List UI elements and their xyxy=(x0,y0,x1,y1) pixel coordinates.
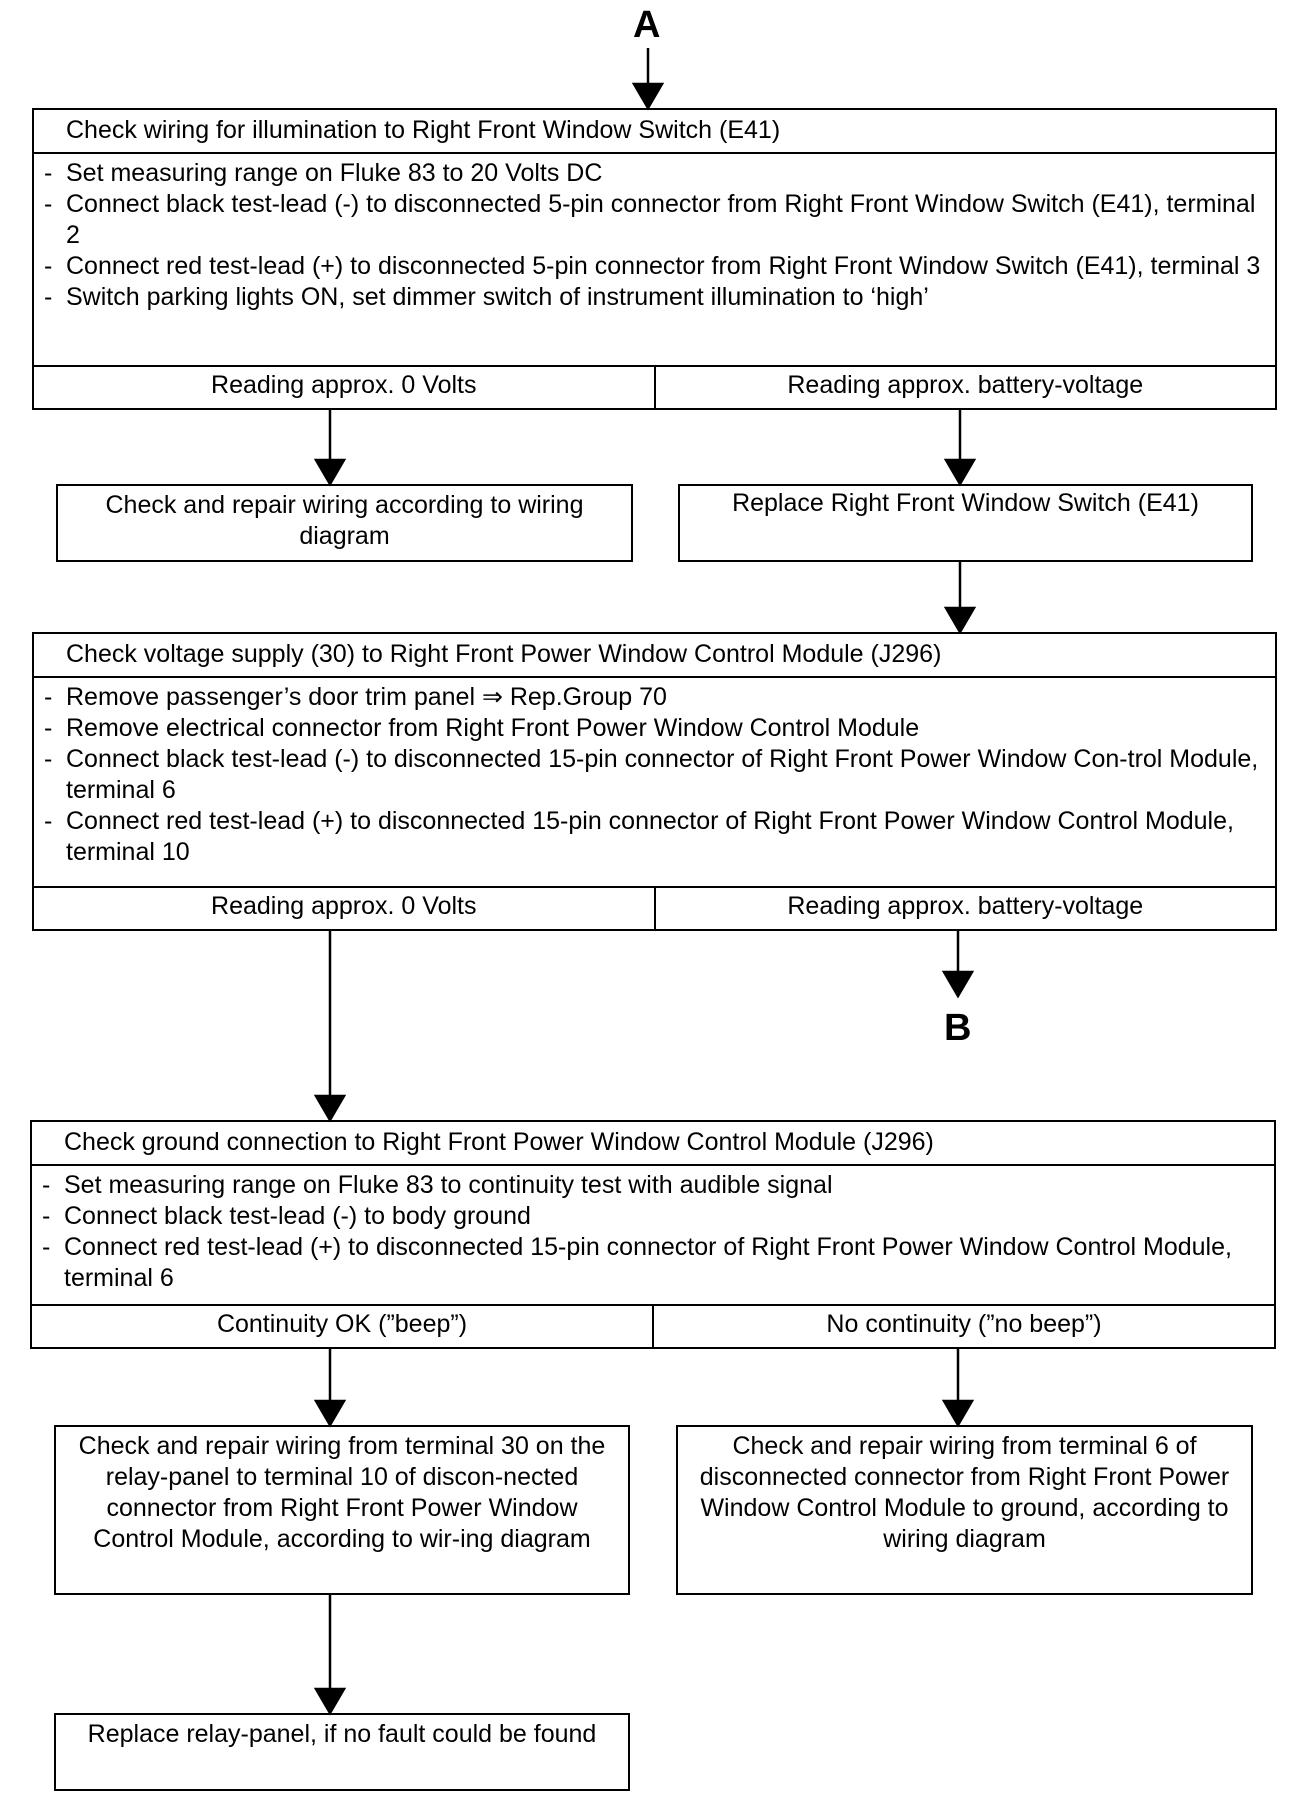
replace-switch-box: Replace Right Front Window Switch (E41) xyxy=(678,484,1253,562)
arrow-box1-right xyxy=(943,410,977,487)
step-item: Connect red test-lead (+) to disconnecte… xyxy=(34,251,1265,282)
outcome-battery-voltage: Reading approx. battery-voltage xyxy=(653,888,1276,929)
repair-terminal-6-ground-box: Check and repair wiring from terminal 6 … xyxy=(676,1425,1253,1595)
arrow-switch-to-box2 xyxy=(943,562,977,635)
replace-relay-panel-box: Replace relay-panel, if no fault could b… xyxy=(54,1713,630,1791)
step-item: Remove passenger’s door trim panel ⇒ Rep… xyxy=(34,682,1265,713)
arrow-to-relay-panel xyxy=(313,1595,347,1716)
step-item: Set measuring range on Fluke 83 to 20 Vo… xyxy=(34,158,1265,189)
arrow-box3-left xyxy=(313,1349,347,1428)
step-item: Connect black test-lead (-) to body grou… xyxy=(32,1201,1264,1232)
check-ground-box: Check ground connection to Right Front P… xyxy=(30,1120,1276,1349)
check-illumination-box: Check wiring for illumination to Right F… xyxy=(32,108,1277,410)
outcome-row: Reading approx. 0 Volts Reading approx. … xyxy=(34,886,1275,929)
repair-wiring-box: Check and repair wiring according to wir… xyxy=(56,484,633,562)
outcome-battery-voltage: Reading approx. battery-voltage xyxy=(653,367,1276,408)
step-item: Remove electrical connector from Right F… xyxy=(34,713,1265,744)
repair-terminal-30-wiring-box: Check and repair wiring from terminal 30… xyxy=(54,1425,630,1595)
arrow-box1-left xyxy=(313,410,347,487)
outcome-zero-volts: Reading approx. 0 Volts xyxy=(211,892,477,920)
connector-a-label: A xyxy=(633,4,661,46)
check-voltage-supply-steps: Remove passenger’s door trim panel ⇒ Rep… xyxy=(34,678,1275,872)
outcome-zero-volts: Reading approx. 0 Volts xyxy=(211,371,477,399)
arrow-box2-to-b xyxy=(941,931,975,999)
check-voltage-supply-title: Check voltage supply (30) to Right Front… xyxy=(34,634,1275,678)
outcome-row: Reading approx. 0 Volts Reading approx. … xyxy=(34,365,1275,408)
check-ground-title: Check ground connection to Right Front P… xyxy=(32,1122,1274,1166)
outcome-continuity-ok: Continuity OK (”beep”) xyxy=(216,1310,468,1338)
arrow-a-to-box1 xyxy=(631,48,665,111)
connector-b-label: B xyxy=(944,1007,972,1049)
step-item: Switch parking lights ON, set dimmer swi… xyxy=(34,282,1265,313)
check-voltage-supply-box: Check voltage supply (30) to Right Front… xyxy=(32,632,1277,931)
outcome-no-continuity: No continuity (”no beep”) xyxy=(652,1306,1274,1347)
arrow-box2-to-box3 xyxy=(313,931,347,1123)
step-item: Connect red test-lead (+) to disconnecte… xyxy=(34,806,1265,868)
check-illumination-steps: Set measuring range on Fluke 83 to 20 Vo… xyxy=(34,154,1275,317)
step-item: Connect red test-lead (+) to disconnecte… xyxy=(32,1232,1264,1294)
step-item: Set measuring range on Fluke 83 to conti… xyxy=(32,1170,1264,1201)
step-item: Connect black test-lead (-) to disconnec… xyxy=(34,744,1265,806)
arrow-box3-right xyxy=(941,1349,975,1428)
check-ground-steps: Set measuring range on Fluke 83 to conti… xyxy=(32,1166,1274,1298)
step-item: Connect black test-lead (-) to disconnec… xyxy=(34,189,1265,251)
check-illumination-title: Check wiring for illumination to Right F… xyxy=(34,110,1275,154)
outcome-row: Continuity OK (”beep”) No continuity (”n… xyxy=(32,1304,1274,1347)
